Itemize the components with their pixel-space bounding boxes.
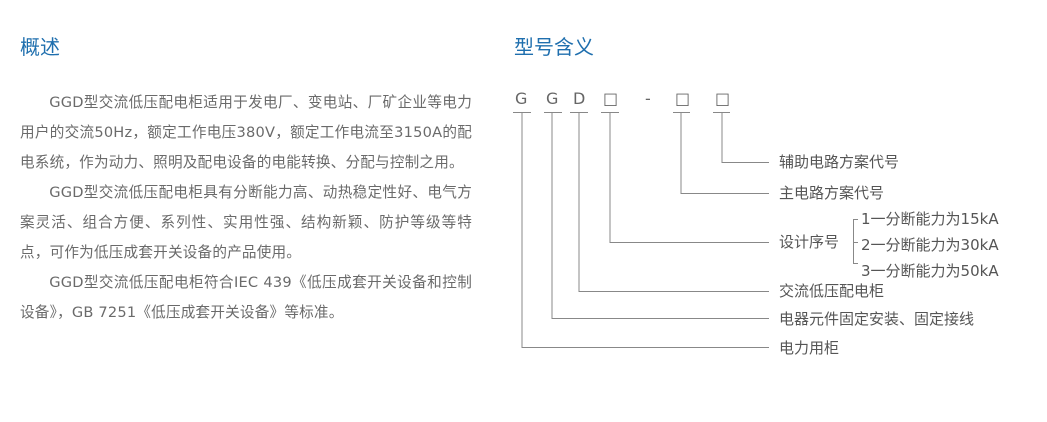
label-ac-lv-cabinet: 交流低压配电柜 — [779, 282, 885, 300]
design-option-1: 1一分断能力为15kA — [861, 210, 999, 228]
code-placeholder-aux: □ — [715, 89, 731, 108]
code-char-d: D — [573, 89, 586, 108]
code-char-g2: G — [546, 89, 559, 108]
label-main-circuit: 主电路方案代号 — [779, 184, 885, 202]
design-option-2: 2一分断能力为30kA — [861, 236, 999, 254]
code-placeholder-main: □ — [675, 89, 691, 108]
label-design-number: 设计序号 — [779, 233, 840, 251]
model-title: 型号含义 — [514, 35, 594, 59]
design-option-3: 3一分断能力为50kA — [861, 262, 999, 280]
code-placeholder-design: □ — [603, 89, 619, 108]
overview-description: GGD型交流低压配电柜适用于发电厂、变电站、厂矿企业等电力用户的交流50Hz，额… — [20, 88, 472, 328]
overview-title: 概述 — [20, 35, 60, 59]
label-power-cabinet: 电力用柜 — [779, 339, 840, 357]
label-fixed-install: 电器元件固定安装、固定接线 — [779, 310, 975, 328]
code-char-g1: G — [515, 89, 528, 108]
label-aux-circuit: 辅助电路方案代号 — [779, 153, 900, 171]
paragraph: GGD型交流低压配电柜具有分断能力高、动热稳定性好、电气方案灵活、组合方便、系列… — [20, 184, 472, 261]
paragraph: GGD型交流低压配电柜适用于发电厂、变电站、厂矿企业等电力用户的交流50Hz，额… — [20, 94, 472, 171]
code-dash: - — [645, 89, 651, 108]
paragraph: GGD型交流低压配电柜符合IEC 439《低压成套开关设备和控制设备》，GB 7… — [20, 274, 472, 321]
